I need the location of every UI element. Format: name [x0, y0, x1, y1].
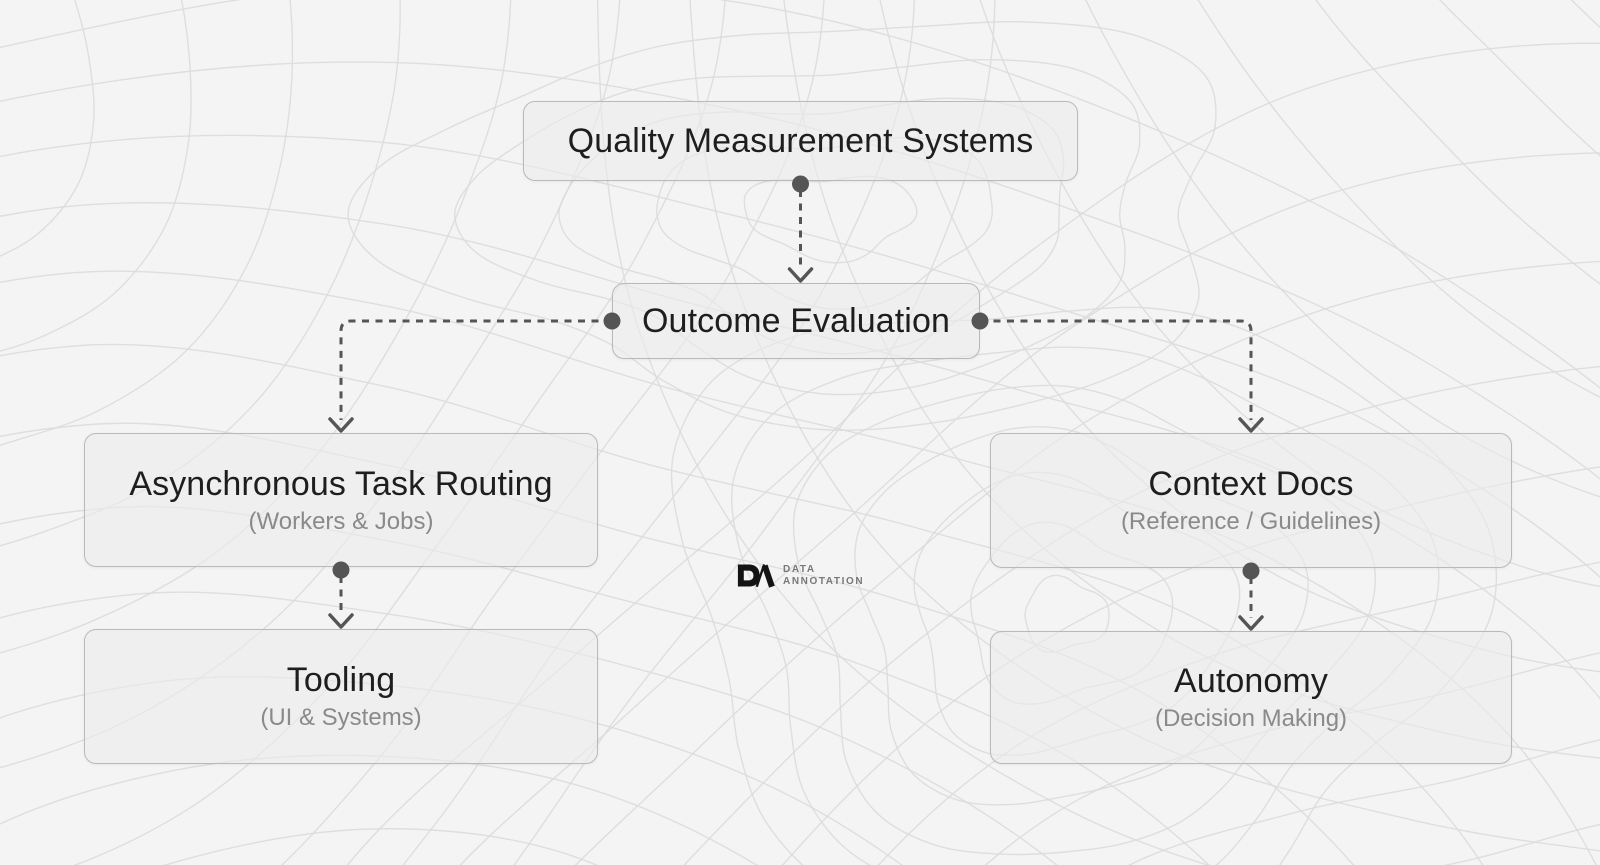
node-title: Tooling — [286, 661, 396, 699]
node-title: Autonomy — [1174, 662, 1328, 700]
node-subtitle: (UI & Systems) — [260, 704, 422, 731]
logo-word-annotation: ANNOTATION — [783, 575, 865, 587]
node-subtitle: (Reference / Guidelines) — [1120, 508, 1382, 535]
node-context-docs: Context Docs (Reference / Guidelines) — [990, 433, 1512, 568]
node-outcome-evaluation: Outcome Evaluation — [612, 283, 980, 359]
logo-word-data: DATA — [783, 563, 816, 575]
dataannotation-logo: DATA ANNOTATION — [737, 563, 864, 588]
node-title: Outcome Evaluation — [642, 302, 950, 340]
node-title: Asynchronous Task Routing — [129, 464, 553, 503]
node-asynchronous-task-routing: Asynchronous Task Routing (Workers & Job… — [84, 433, 598, 567]
node-tooling: Tooling (UI & Systems) — [84, 629, 598, 764]
node-subtitle: (Workers & Jobs) — [248, 507, 434, 535]
node-title: Context Docs — [1148, 465, 1354, 503]
node-quality-measurement-systems: Quality Measurement Systems — [523, 101, 1078, 181]
node-title: Quality Measurement Systems — [567, 122, 1034, 160]
node-autonomy: Autonomy (Decision Making) — [990, 631, 1512, 764]
dataannotation-monogram-icon — [737, 564, 775, 588]
node-subtitle: (Decision Making) — [1154, 705, 1348, 732]
